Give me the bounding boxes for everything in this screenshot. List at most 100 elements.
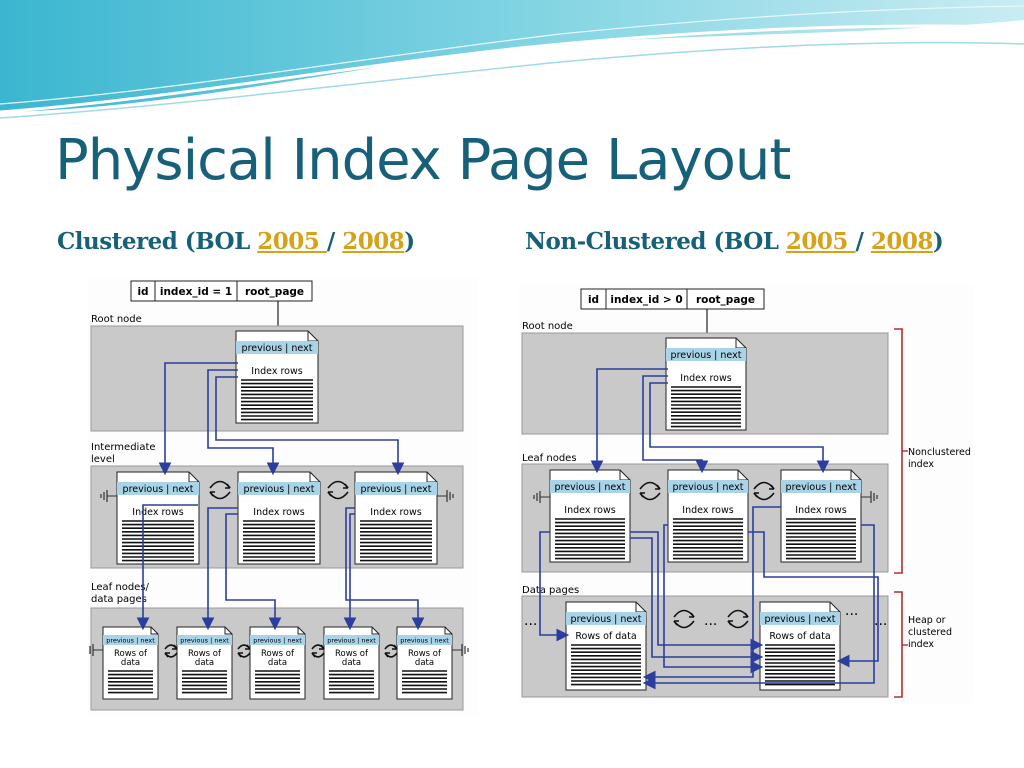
next-link-arrowhead: [245, 644, 251, 650]
next-link-arrowhead: [743, 612, 749, 618]
ellipsis-left: ...: [524, 613, 537, 629]
pointer-arrow: [642, 375, 709, 474]
sysindexes-column: id: [137, 286, 148, 298]
pointer-arrow: [136, 504, 198, 631]
pointer-arrow: [207, 369, 280, 476]
sysindexes-cell: [236, 280, 313, 302]
header-wave-decoration: [0, 0, 1024, 119]
sysindexes-column: root_page: [245, 286, 304, 298]
sysindexes-column: index_id = 1: [160, 286, 232, 298]
page-header-label: previous | next: [555, 482, 626, 493]
next-link-arrowhead: [689, 612, 695, 618]
root-node-label: Root node: [522, 321, 573, 332]
heading-suffix: ): [932, 228, 944, 255]
page-header-label: previous | next: [327, 637, 376, 645]
intermediate-level-label: Intermediate: [91, 442, 156, 453]
pointer-arrow: [642, 524, 875, 690]
previous-link-arrowhead: [727, 620, 733, 626]
pointer-arrow: [649, 382, 830, 474]
data-rows-label: data: [342, 658, 361, 668]
nonclustered-heading: Non-Clustered (BOL 2005 / 2008): [525, 228, 944, 255]
page-header-label: previous | next: [673, 482, 744, 493]
bol-2005-link[interactable]: 2005: [257, 228, 327, 255]
intermediate-level-label: level: [91, 454, 115, 465]
data-rows-label: data: [268, 658, 287, 668]
sysindexes-column: root_page: [696, 294, 755, 306]
pointer-arrow: [663, 524, 764, 674]
data-rows-label: Rows of: [408, 649, 442, 659]
page-header-label: previous | next: [571, 614, 642, 625]
page-header-label: previous | next: [361, 484, 432, 495]
page-header-label: previous | next: [242, 343, 313, 354]
data-rows-label: data: [121, 658, 140, 668]
data-rows-label: data: [195, 658, 214, 668]
index-rows-label: Index rows: [795, 505, 846, 516]
bol-2005-link[interactable]: 2005: [785, 228, 856, 255]
pointer-arrow: [225, 513, 282, 631]
leaf-level-label: Leaf nodes/: [91, 582, 150, 593]
data-rows-label: Rows of data: [769, 631, 830, 642]
pointer-arrow: [158, 362, 238, 476]
previous-link-arrowhead: [237, 652, 243, 658]
index-rows-label: Index rows: [680, 373, 731, 384]
page-header-label: previous | next: [244, 484, 315, 495]
pointer-arrow: [215, 376, 405, 476]
pointer-arrow: [539, 531, 570, 642]
previous-link-arrowhead: [384, 652, 390, 658]
index-rows-label: Index rows: [682, 505, 733, 516]
bol-2008-link[interactable]: 2008: [342, 228, 405, 255]
heading-separator: /: [326, 228, 343, 255]
bol-2008-link[interactable]: 2008: [870, 228, 934, 255]
next-link-arrowhead: [769, 484, 775, 490]
ellipsis-right: ...: [874, 613, 887, 629]
index-rows-label: Index rows: [253, 507, 304, 518]
pointer-arrow: [630, 531, 764, 652]
previous-link-arrowhead: [327, 491, 333, 497]
data-rows-label: data: [415, 658, 434, 668]
index-rows-label: Index rows: [564, 505, 615, 516]
next-link-arrowhead: [225, 483, 231, 489]
ellipsis-right-link: ...: [845, 603, 858, 619]
next-link-arrowhead: [343, 483, 349, 489]
heap-or-clustered-label: index: [908, 639, 934, 650]
previous-link-arrowhead: [164, 652, 170, 658]
page-header-label: previous | next: [180, 637, 229, 645]
next-link-arrowhead: [172, 644, 178, 650]
slide-title: Physical Index Page Layout: [55, 128, 791, 193]
leaf-level-label: data pages: [91, 594, 147, 605]
data-rows-label: Rows of: [335, 649, 369, 659]
previous-link-arrowhead: [311, 652, 317, 658]
clustered-heading-prefix: Clustered (BOL: [57, 228, 258, 255]
pointer-arrow: [343, 513, 357, 631]
page-header-label: previous | next: [106, 637, 155, 645]
page-header-label: previous | next: [786, 482, 857, 493]
data-rows-label: Rows of: [114, 649, 148, 659]
ellipsis-middle: ...: [704, 613, 717, 629]
index-rows-label: Index rows: [251, 366, 302, 377]
nonclustered-heading-prefix: Non-Clustered (BOL: [525, 228, 786, 255]
pointer-arrow: [642, 506, 781, 684]
leaf-level-label: Leaf nodes: [522, 453, 577, 464]
pointer-arrow: [590, 368, 668, 474]
page-header-label: previous | next: [400, 637, 449, 645]
heap-or-clustered-label: Heap or: [908, 615, 946, 626]
data-rows-label: Rows of: [188, 649, 222, 659]
page-header-label: previous | next: [765, 614, 836, 625]
next-link-arrowhead: [655, 484, 661, 490]
heading-separator: /: [855, 228, 871, 255]
